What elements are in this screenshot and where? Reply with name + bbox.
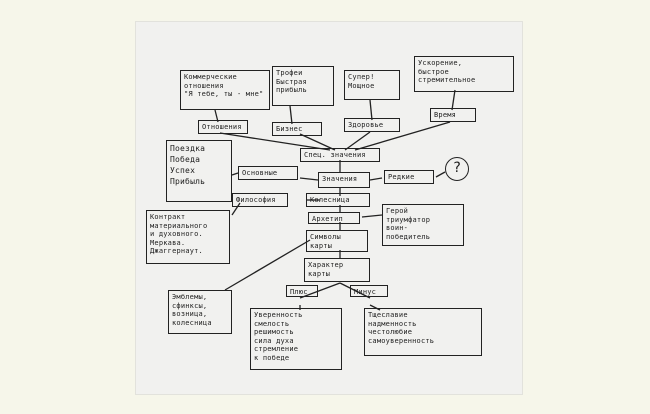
archetype-box: Архетип <box>308 212 360 224</box>
relations-box: Отношения <box>198 120 248 134</box>
philosophy-box: Философия <box>232 193 288 207</box>
question-circle: ? <box>445 157 469 181</box>
emblems-box: Эмблемы, сфинксы, возница, колесница <box>168 290 232 334</box>
health-box: Здоровье <box>344 118 400 132</box>
business-box: Бизнес <box>272 122 322 136</box>
hero-box: Герой триумфатор воин- победитель <box>382 204 464 246</box>
trophies-box: Трофеи Быстрая прибыль <box>272 66 334 106</box>
super-box: Супер! Мощное <box>344 70 400 100</box>
main-meanings-list: Поездка Победа Успех Прибыль <box>166 140 232 202</box>
plus-box: Плюс <box>286 285 318 297</box>
special-meanings-box: Спец. значения <box>300 148 380 162</box>
minus-box: Минус <box>350 285 388 297</box>
rare-meanings-box: Редкие <box>384 170 434 184</box>
philosophy-text-box: Контракт материального и духовного. Мерк… <box>146 210 230 264</box>
main-meanings-box: Основные <box>238 166 298 180</box>
acceleration-box: Ускорение, быстрое стремительное <box>414 56 514 92</box>
commercial-relations-box: Коммерческие отношения "Я тебе, ты - мне… <box>180 70 270 110</box>
symbols-box: Символы карты <box>306 230 368 252</box>
time-box: Время <box>430 108 476 122</box>
positive-traits-box: Уверенность смелость решимость сила духа… <box>250 308 342 370</box>
negative-traits-box: Тщеславие надменность честолюбие самоуве… <box>364 308 482 356</box>
character-box: Характер карты <box>304 258 370 282</box>
meanings-box: Значения <box>318 172 370 188</box>
chariot-box: Колесница <box>306 193 370 207</box>
paper-sheet <box>136 22 522 394</box>
